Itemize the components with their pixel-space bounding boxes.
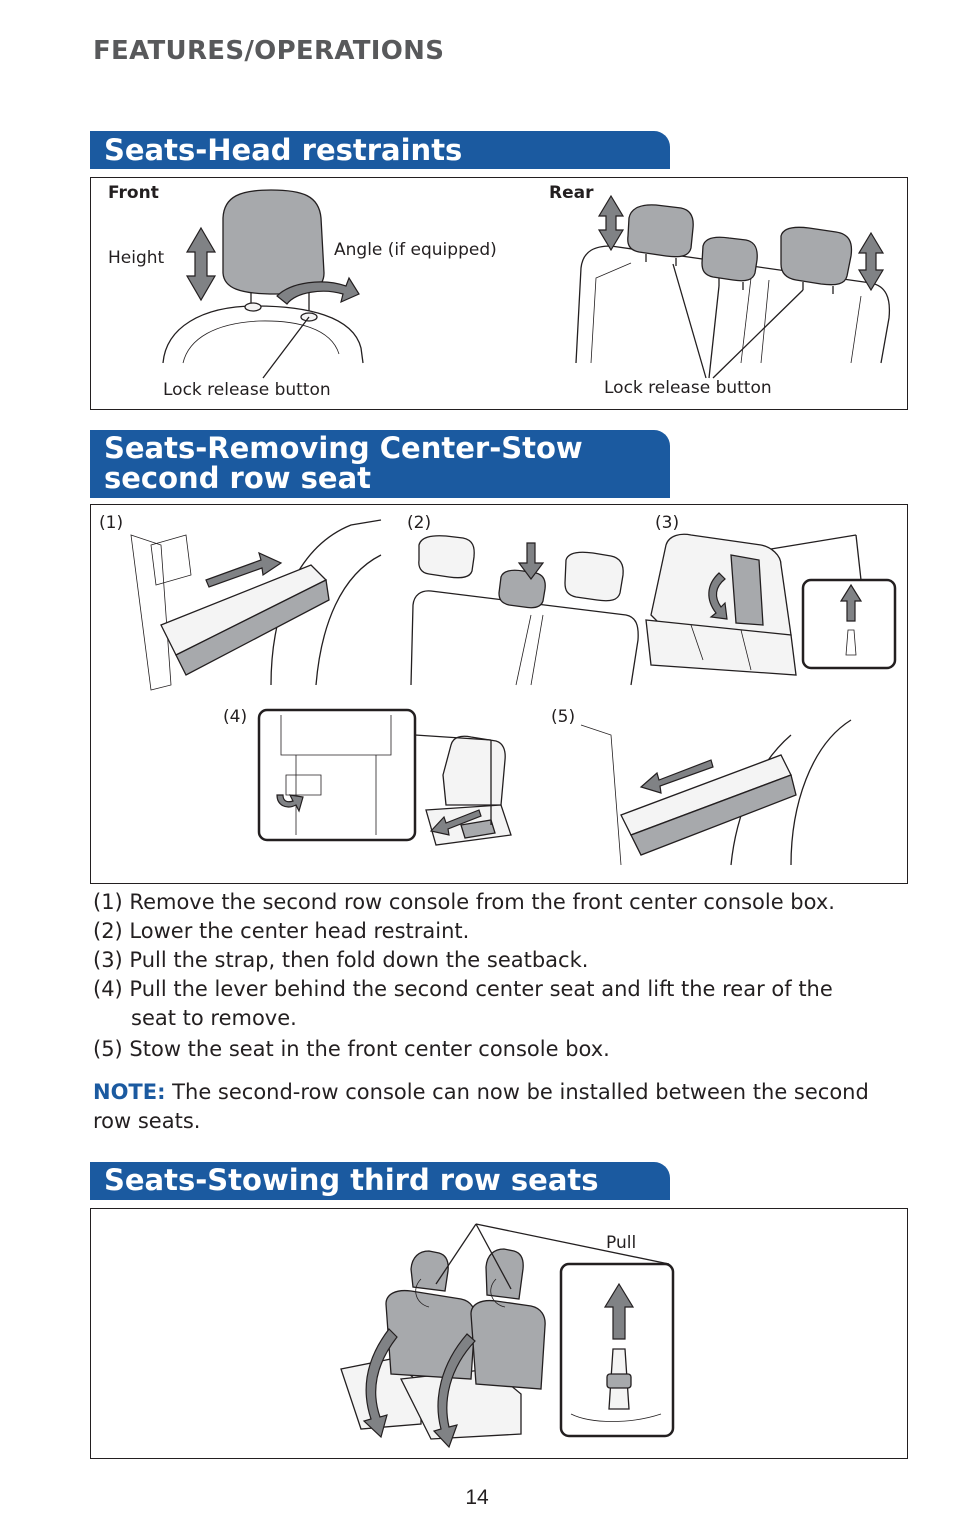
note: NOTE: The second-row console can now be … (93, 1078, 903, 1136)
up-down-arrow-icon (185, 226, 217, 302)
head-restraints-figure: Front Rear Height Angle (if equipped) Lo… (90, 177, 908, 410)
rear-center-headrest-icon (701, 236, 758, 282)
pull-label: Pull (606, 1233, 637, 1253)
front-label: Front (108, 183, 159, 203)
rear-label: Rear (549, 183, 594, 203)
fig-label-5: (5) (551, 707, 576, 727)
note-key: NOTE: (93, 1080, 166, 1104)
step-4-cont: seat to remove. (131, 1006, 297, 1030)
height-label: Height (108, 248, 165, 268)
step-5: (5) Stow the seat in the front center co… (93, 1037, 610, 1061)
section-header: FEATURES/OPERATIONS (93, 36, 445, 66)
angle-label: Angle (if equipped) (334, 240, 497, 260)
front-lock-label: Lock release button (163, 380, 331, 400)
third-row-banner: Seats-Stowing third row seats (90, 1162, 670, 1200)
head-restraints-title: Seats-Head restraints (104, 133, 463, 167)
rear-right-headrest-icon (780, 226, 853, 286)
step-1: (1) Remove the second row console from t… (93, 890, 835, 914)
step5-figure (580, 719, 852, 866)
down-arrow-icon (517, 542, 545, 580)
third-row-title: Seats-Stowing third row seats (104, 1163, 599, 1197)
center-stow-title-line1: Seats-Removing Center-Stow (104, 431, 583, 465)
head-restraints-illustration (162, 189, 891, 379)
fig-label-2: (2) (407, 513, 432, 533)
note-text: The second-row console can now be instal… (93, 1080, 869, 1133)
rear-lock-label: Lock release button (604, 378, 772, 398)
fig-label-1: (1) (99, 513, 124, 533)
curved-arrow-icon (276, 276, 360, 305)
rear-left-headrest-icon (627, 204, 694, 258)
center-stow-illustration (130, 519, 897, 866)
step3-figure (645, 533, 897, 676)
third-row-illustration (340, 1223, 675, 1449)
center-stow-figure: (1) (2) (3) (4) (5) (90, 504, 908, 884)
step1-figure (130, 519, 382, 691)
center-stow-title-line2: second row seat (104, 461, 372, 495)
step-3: (3) Pull the strap, then fold down the s… (93, 948, 589, 972)
step2-figure (410, 535, 639, 686)
fig-label-3: (3) (655, 513, 680, 533)
step-2: (2) Lower the center head restraint. (93, 919, 470, 943)
up-arrow-icon (839, 583, 863, 622)
fig-label-4: (4) (223, 707, 248, 727)
front-headrest-icon (222, 189, 325, 295)
step4-figure (257, 708, 512, 846)
left-arrow-icon (429, 809, 482, 836)
third-row-figure: Pull (90, 1208, 908, 1459)
head-restraints-banner: Seats-Head restraints (90, 131, 670, 169)
page-number: 14 (465, 1486, 489, 1509)
step-4: (4) Pull the lever behind the second cen… (93, 977, 833, 1001)
center-stow-banner: Seats-Removing Center-Stow second row se… (90, 430, 670, 498)
